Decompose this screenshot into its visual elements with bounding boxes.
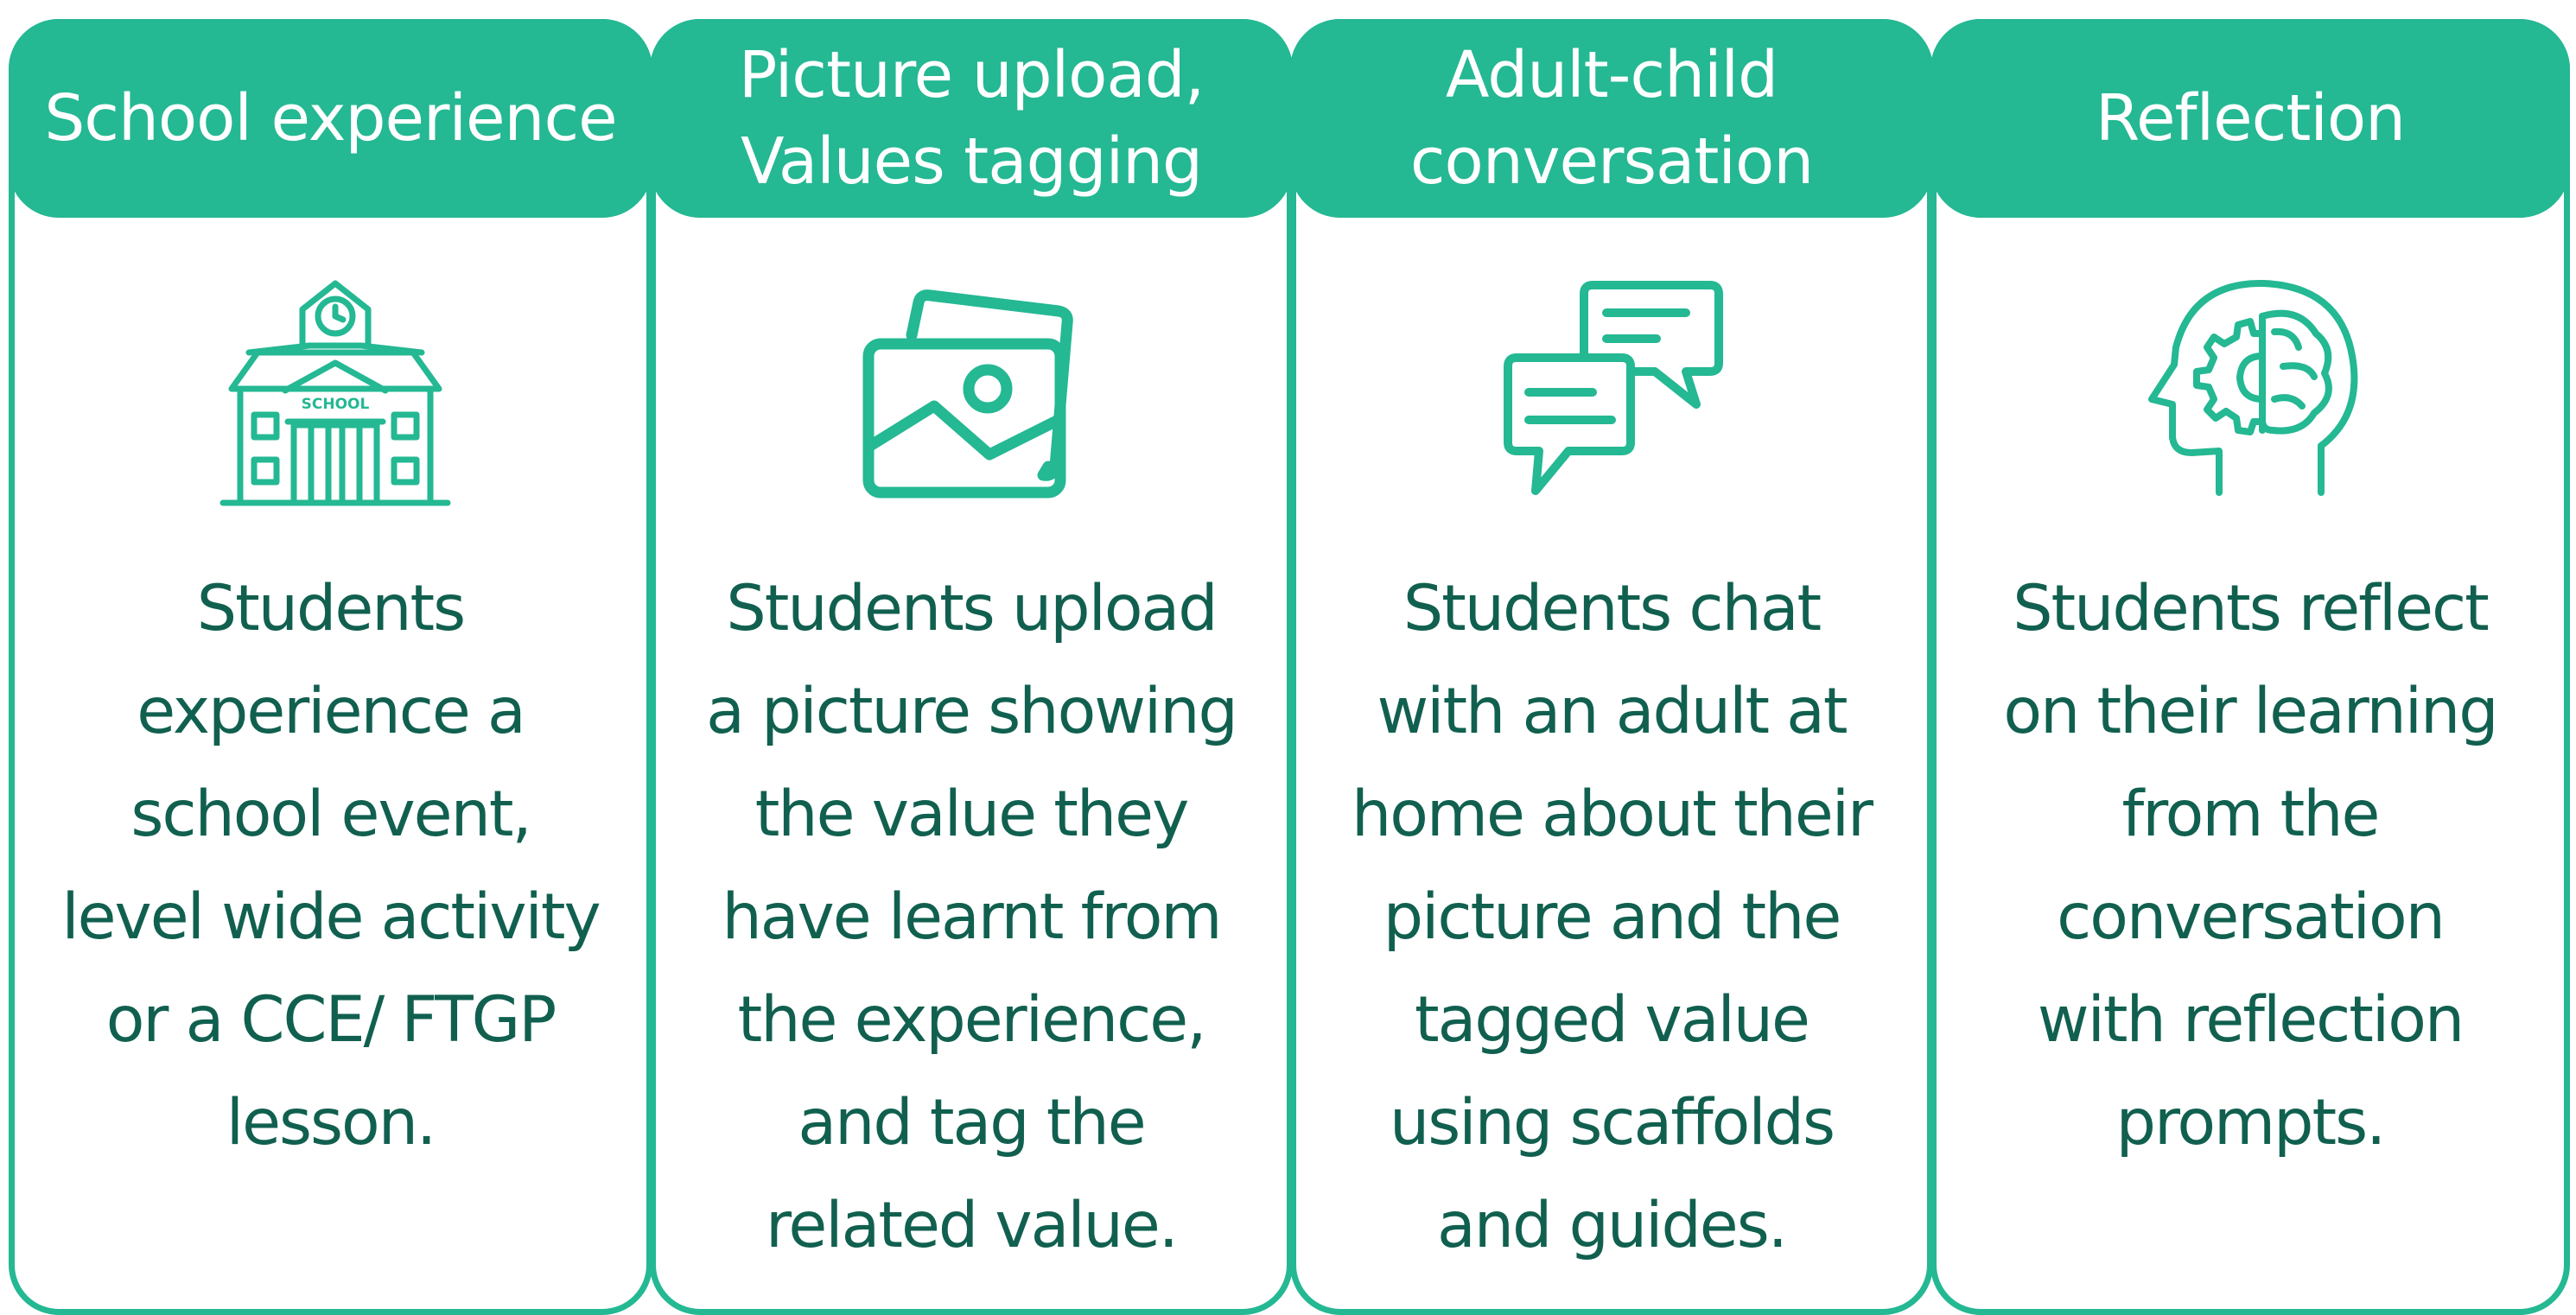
step-description: Students reflect on their learning from … <box>2003 572 2498 1159</box>
step-header-adult-child-conversation: Adult-child conversation <box>1290 19 1933 218</box>
step-description: Students experience a school event, leve… <box>61 572 601 1159</box>
step-title: Reflection <box>2095 81 2406 156</box>
step-description: Students chat with an adult at home abou… <box>1351 572 1873 1262</box>
photos-icon <box>851 276 1093 510</box>
step-card-reflection <box>1930 19 2570 1315</box>
step-description: Students upload a picture showing the va… <box>706 572 1238 1262</box>
school-building-icon: SCHOOL <box>214 276 456 510</box>
step-title: Adult-child conversation <box>1409 38 1814 199</box>
step-card-adult-child-conversation <box>1290 19 1933 1315</box>
step-card-school-experience <box>9 19 652 1315</box>
step-title: School experience <box>44 81 617 156</box>
step-header-reflection: Reflection <box>1930 19 2570 218</box>
step-header-school-experience: School experience <box>9 19 652 218</box>
school-sign-text: SCHOOL <box>302 396 370 413</box>
head-brain-gear-icon <box>2129 276 2371 510</box>
step-header-picture-upload: Picture upload, Values tagging <box>650 19 1293 218</box>
chat-bubbles-icon <box>1491 276 1733 510</box>
step-title: Picture upload, Values tagging <box>738 38 1205 199</box>
step-card-picture-upload <box>650 19 1293 1315</box>
